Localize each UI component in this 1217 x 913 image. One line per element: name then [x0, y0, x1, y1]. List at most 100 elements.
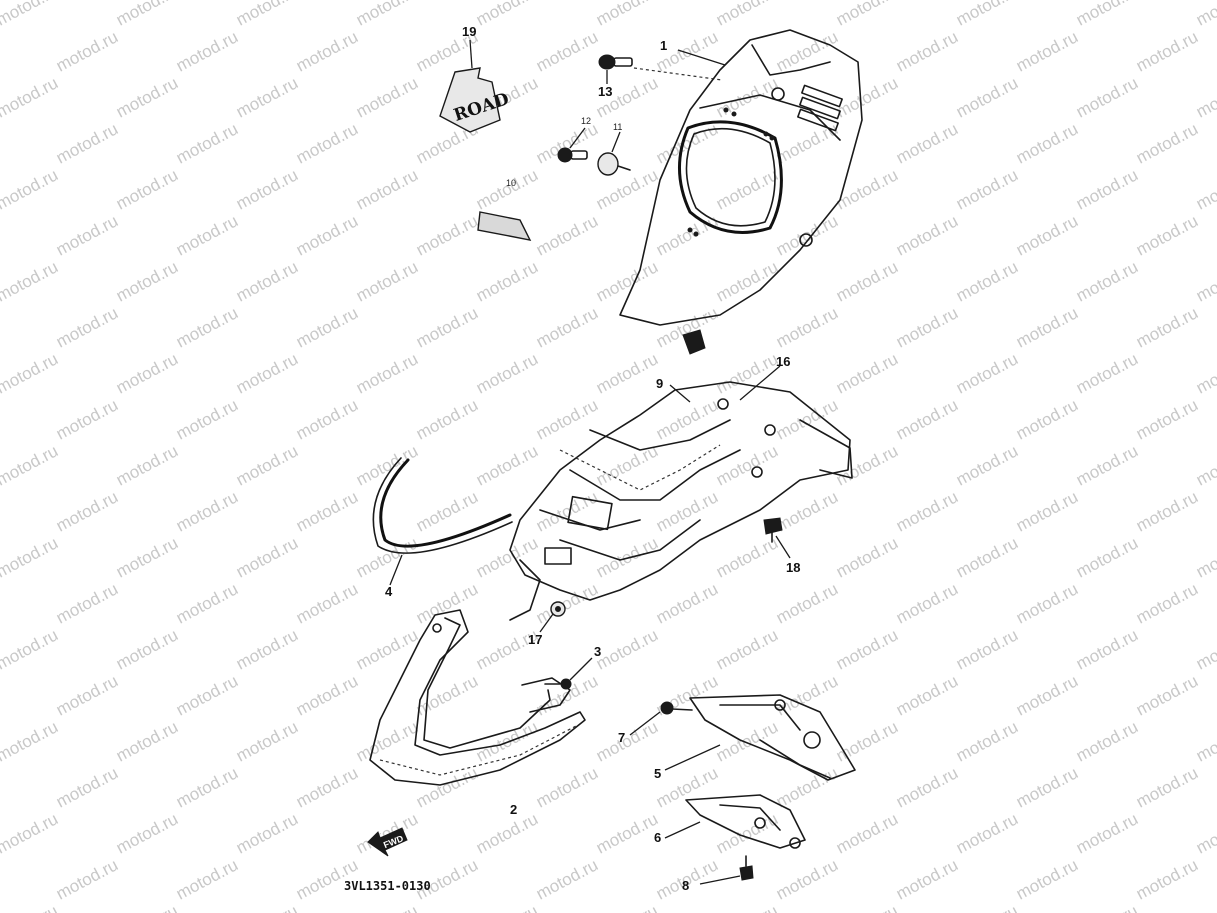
watermark-text: motod.ru: [113, 717, 181, 765]
road-decal-part: ROAD: [439, 39, 512, 133]
watermark-text: motod.ru: [713, 717, 781, 765]
callout-17: 17: [528, 632, 542, 647]
callout-5: 5: [654, 766, 661, 781]
watermark-text: motod.ru: [893, 671, 961, 719]
watermark-text: motod.ru: [0, 165, 61, 213]
callout-4: 4: [385, 584, 393, 599]
watermark-text: motod.ru: [473, 533, 541, 581]
watermark-text: motod.ru: [113, 441, 181, 489]
watermark-text: motod.ru: [353, 0, 421, 30]
watermark-text: motod.ru: [1013, 27, 1081, 75]
watermark-text: motod.ru: [1133, 671, 1201, 719]
watermark-text: motod.ru: [653, 579, 721, 627]
watermark-text: motod.ru: [893, 303, 961, 351]
watermark-text: motod.ru: [0, 533, 61, 581]
watermark-text: motod.ru: [293, 119, 361, 167]
watermark-text: motod.ru: [473, 349, 541, 397]
watermark-text: motod.ru: [1073, 165, 1141, 213]
watermark-text: motod.ru: [1133, 763, 1201, 811]
watermark-text: motod.ru: [953, 73, 1021, 121]
watermark-text: motod.ru: [293, 763, 361, 811]
watermark-text: motod.ru: [1073, 0, 1141, 30]
watermark-text: motod.ru: [953, 625, 1021, 673]
watermark-text: motod.ru: [833, 441, 901, 489]
watermark-text: motod.ru: [233, 717, 301, 765]
watermark-text: motod.ru: [0, 257, 61, 305]
watermark-text: motod.ru: [473, 0, 541, 30]
watermark-text: motod.ru: [233, 901, 301, 913]
watermark-text: motod.ru: [293, 487, 361, 535]
bracket-part-6: [685, 794, 806, 849]
watermark-text: motod.ru: [233, 625, 301, 673]
watermark-text: motod.ru: [1193, 717, 1217, 765]
watermark-text: motod.ru: [0, 395, 1, 443]
watermark-text: motod.ru: [653, 487, 721, 535]
watermark-text: motod.ru: [893, 487, 961, 535]
watermark-text: motod.ru: [1193, 533, 1217, 581]
watermark-text: motod.ru: [53, 579, 121, 627]
callout-6: 6: [654, 830, 661, 845]
watermark-text: motod.ru: [113, 349, 181, 397]
watermark-text: motod.ru: [893, 579, 961, 627]
watermark-text: motod.ru: [0, 349, 61, 397]
watermark-text: motod.ru: [953, 349, 1021, 397]
leader-lines: [389, 49, 791, 885]
callout-2: 2: [510, 802, 517, 817]
watermark-text: motod.ru: [233, 0, 301, 30]
watermark-text: motod.ru: [173, 303, 241, 351]
watermark-text: motod.ru: [353, 349, 421, 397]
watermark-text: motod.ru: [53, 27, 121, 75]
watermark-text: motod.ru: [1013, 763, 1081, 811]
watermark-text: motod.ru: [1193, 441, 1217, 489]
watermark-text: motod.ru: [593, 809, 661, 857]
watermark-text: motod.ru: [0, 441, 61, 489]
watermark-text: motod.ru: [293, 303, 361, 351]
watermark-text: motod.ru: [713, 809, 781, 857]
watermark-text: motod.ru: [53, 211, 121, 259]
watermark-text: motod.ru: [1073, 533, 1141, 581]
callout-8: 8: [682, 878, 689, 893]
watermark-text: motod.ru: [173, 763, 241, 811]
watermark-text: motod.ru: [1013, 671, 1081, 719]
watermark-text: motod.ru: [293, 27, 361, 75]
front-cowling-part: [619, 29, 863, 326]
watermark-text: motod.ru: [53, 855, 121, 903]
callout-10: 10: [506, 178, 516, 188]
callout-3: 3: [594, 644, 601, 659]
watermark-text: motod.ru: [113, 625, 181, 673]
watermark-text: motod.ru: [353, 165, 421, 213]
watermark-text: motod.ru: [893, 119, 961, 167]
watermark-text: motod.ru: [473, 809, 541, 857]
watermark-text: motod.ru: [1193, 901, 1217, 913]
watermark-text: motod.ru: [1133, 855, 1201, 903]
callout-9: 9: [656, 376, 663, 391]
watermark-text: motod.ru: [0, 717, 61, 765]
watermark-text: motod.ru: [293, 211, 361, 259]
watermark-text: motod.ru: [533, 303, 601, 351]
watermark-text: motod.ru: [0, 625, 61, 673]
watermark-text: motod.ru: [293, 671, 361, 719]
watermark-text: motod.ru: [773, 303, 841, 351]
callout-7: 7: [618, 730, 625, 745]
watermark-text: motod.ru: [773, 855, 841, 903]
watermark-text: motod.ru: [593, 901, 661, 913]
watermark-text: motod.ru: [413, 579, 481, 627]
watermark-text: motod.ru: [113, 809, 181, 857]
watermark-text: motod.ru: [0, 487, 1, 535]
watermark-text: motod.ru: [1193, 625, 1217, 673]
grommet-upper: [682, 329, 706, 355]
watermark-text: motod.ru: [773, 671, 841, 719]
watermark-text: motod.ru: [833, 73, 901, 121]
watermark-text: motod.ru: [473, 901, 541, 913]
callout-16: 16: [776, 354, 790, 369]
watermark-text: motod.ru: [173, 395, 241, 443]
callout-12: 12: [581, 116, 591, 126]
watermark-text: motod.ru: [53, 303, 121, 351]
watermark-text: motod.ru: [1013, 119, 1081, 167]
watermark-text: motod.ru: [953, 717, 1021, 765]
watermark-text: motod.ru: [893, 395, 961, 443]
watermark-text: motod.ru: [0, 303, 1, 351]
watermark-text: motod.ru: [53, 395, 121, 443]
